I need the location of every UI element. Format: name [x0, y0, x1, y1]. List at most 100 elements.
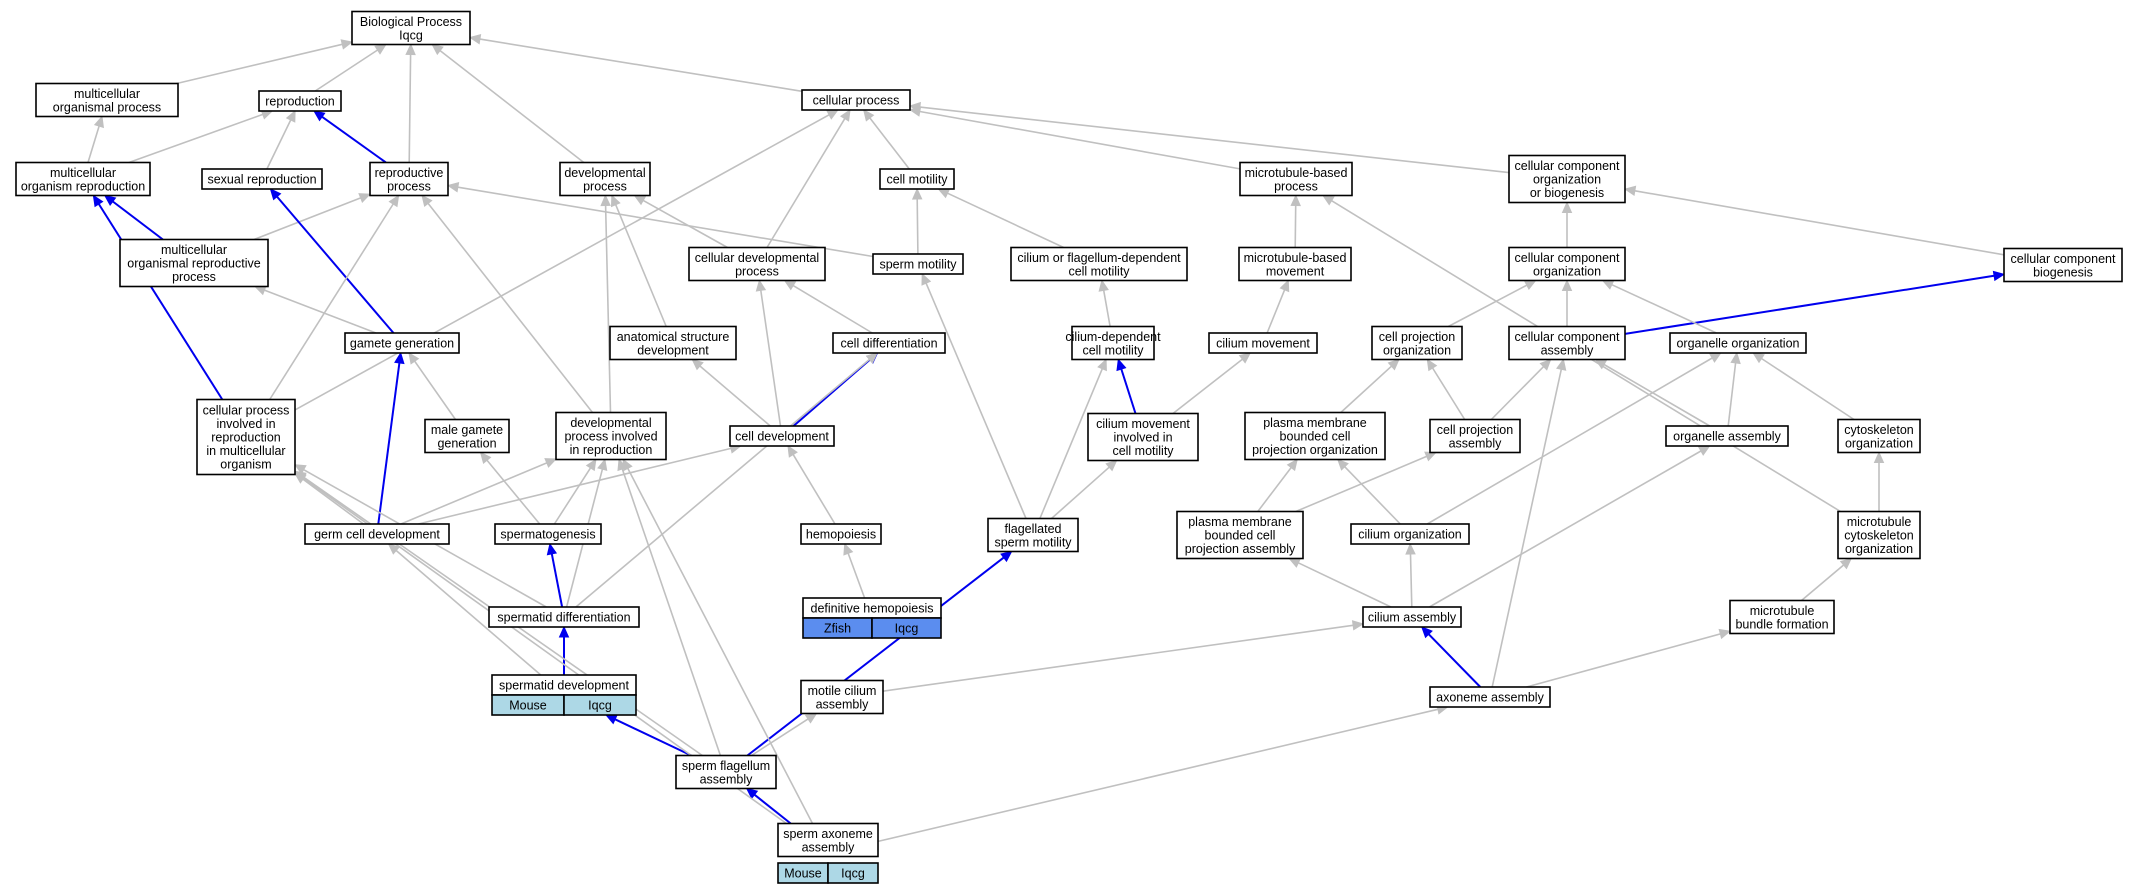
node-repro[interactable]: reproduction: [258, 90, 342, 112]
arrowhead-axoasm-to-cilasm: [1420, 626, 1433, 639]
arrowhead-cpa-to-cpo: [1426, 358, 1438, 372]
node-celldiff[interactable]: cell differentiation: [832, 332, 946, 354]
node-orgasm[interactable]: organelle assembly: [1665, 425, 1789, 447]
arrowhead-orgorg-to-cco: [1601, 279, 1615, 290]
node-celldev[interactable]: cell development: [729, 425, 835, 447]
node-spermgen[interactable]: spermatogenesis: [494, 523, 602, 545]
node-label-line: process: [387, 179, 431, 193]
arrowhead-cp-to-bp: [468, 34, 482, 45]
node-box: [351, 10, 471, 46]
node-spermdev[interactable]: spermatid development: [491, 674, 637, 696]
node-cilorg[interactable]: cilium organization: [1350, 523, 1470, 545]
node-cilasm[interactable]: cilium assembly: [1362, 606, 1462, 628]
node-box: [1837, 418, 1921, 454]
node-label-line: cilium or flagellum-dependent: [1017, 251, 1181, 265]
edge-cpir-to-repproc: [269, 203, 394, 400]
edge-devproc-to-bp: [439, 49, 585, 164]
node-orgorg[interactable]: organelle organization: [1669, 332, 1807, 354]
edge-spermdiff-to-celldiff: [575, 358, 871, 608]
arrowhead-spermdiff-to-celldiff: [865, 352, 879, 364]
node-spermmot[interactable]: sperm motility: [872, 253, 964, 275]
edge-pmbcpa-to-pmbcpo: [1257, 467, 1292, 512]
node-label-line: axoneme assembly: [1436, 691, 1544, 705]
edge-mtbm-to-mtbp: [1294, 205, 1297, 248]
node-axoasm[interactable]: axoneme assembly: [1429, 686, 1551, 708]
edge-cilmov-to-mtbm: [1266, 289, 1286, 334]
node-box: [1508, 246, 1626, 282]
arrowhead-saa-to-sfa: [745, 787, 759, 800]
node-cilmov[interactable]: cilium movement: [1208, 332, 1318, 354]
node-spermdiff[interactable]: spermatid differentiation: [488, 606, 640, 628]
node-gcd[interactable]: germ cell development: [304, 523, 450, 545]
node-box: [201, 168, 323, 190]
node-gamgen[interactable]: gamete generation: [344, 332, 460, 354]
node-label-line: motile cilium: [808, 684, 877, 698]
node-hemo[interactable]: hemopoiesis: [800, 523, 882, 545]
edge-flagsm-to-cmicm: [1050, 466, 1110, 520]
node-sexrep[interactable]: sexual reproduction: [201, 168, 323, 190]
node-box: [1371, 325, 1463, 361]
species-cell-spermdev-0[interactable]: Mouse: [491, 694, 565, 716]
species-cell-spermdev-1[interactable]: Iqcg: [563, 694, 637, 716]
species-cell-defhemo-1[interactable]: Iqcg: [871, 617, 942, 639]
species-cell-defhemo-0[interactable]: Zfish: [802, 617, 873, 639]
species-cell-saa-0[interactable]: Mouse: [777, 862, 829, 884]
node-box: [1244, 411, 1386, 461]
edge-flagsm-to-cdcm: [1039, 368, 1104, 519]
node-cp[interactable]: cellular process: [801, 89, 911, 111]
node-label-line: sexual reproduction: [207, 173, 316, 187]
arrowhead-cca-to-cco: [1561, 279, 1573, 291]
node-label-line: microtubule-based: [1244, 251, 1347, 265]
species-cell-saa-1[interactable]: Iqcg: [827, 862, 879, 884]
node-label-line: cellular component: [1515, 330, 1620, 344]
arrowhead-cpir-to-mor: [92, 194, 104, 208]
edge-flagsm-to-spermmot: [925, 282, 1027, 519]
arrowhead-cpir-to-cp: [826, 109, 839, 120]
edge-gamgen-to-morp: [264, 289, 377, 334]
node-label-line: process: [1274, 179, 1318, 193]
node-label-line: spermatogenesis: [500, 528, 595, 542]
arrowhead-morp-to-repproc: [358, 193, 372, 204]
node-defhemo[interactable]: definitive hemopoiesis: [802, 597, 942, 619]
edge-gcd-to-celldev: [418, 447, 732, 525]
edge-ccob-to-cp: [919, 106, 1510, 174]
node-cellmot[interactable]: cell motility: [879, 168, 955, 190]
edge-celldev-to-celldevproc: [760, 290, 782, 427]
node-label-line: cytoskeleton: [1844, 529, 1914, 543]
edge-motcil-to-cilasm: [882, 624, 1354, 692]
node-box: [1208, 332, 1318, 354]
edge-gcd-to-dpir: [400, 462, 548, 525]
node-label-line: assembly: [1541, 343, 1595, 357]
